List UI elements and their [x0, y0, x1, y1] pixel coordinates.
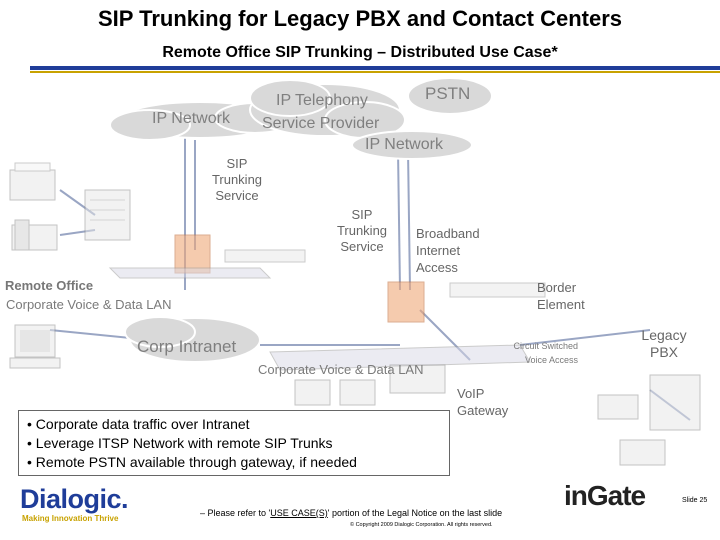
legacy-pbx-line1: Legacy: [641, 327, 687, 343]
circuit-switched-label: Circuit Switched Voice Access: [500, 339, 578, 367]
legacy-pbx-label: Legacy PBX: [636, 327, 692, 361]
legal-note: – Please refer to 'USE CASE(S)' portion …: [200, 508, 502, 518]
computer-left: [9, 324, 61, 369]
title-rule-gold: [30, 71, 720, 73]
broadband-line1: Broadband: [416, 226, 480, 241]
slide-number: Slide 25: [682, 497, 708, 504]
sip-service-left-line2: Trunking: [211, 172, 263, 187]
ip-telephony-label: IP Telephony: [276, 92, 368, 109]
pbx-server-left: [84, 189, 131, 241]
legacy-pbx-line2: PBX: [649, 344, 678, 360]
remote-office-label: Remote Office: [5, 278, 94, 293]
circuit-switched-line2: Voice Access: [524, 355, 578, 365]
pstn-ip-network-label: IP Network: [365, 136, 443, 153]
corp-lan-right-label: Corporate Voice & Data LAN: [258, 362, 424, 377]
border-element-line1: Border: [537, 280, 577, 295]
bullet-item: • Corporate data traffic over Intranet: [27, 416, 250, 432]
voip-gateway-line1: VoIP: [457, 386, 485, 401]
circuit-switched-line1: Circuit Switched: [513, 341, 578, 351]
voip-gateway-line2: Gateway: [457, 403, 509, 418]
sip-service-right-line2: Trunking: [336, 223, 388, 238]
legal-note-prefix: – Please refer to ': [200, 508, 271, 518]
broadband-access-label: Broadband Internet Access: [416, 225, 480, 276]
legal-note-link[interactable]: USE CASE(S): [270, 508, 328, 518]
ip-network-label: IP Network: [152, 110, 230, 127]
key-points-box: • Corporate data traffic over Intranet •…: [18, 410, 450, 476]
corp-intranet-label: Corp Intranet: [137, 337, 237, 356]
legacy-pbx-phones: [597, 374, 701, 466]
title-rule-blue: [30, 66, 720, 70]
legal-note-suffix: ' portion of the Legal Notice on the las…: [327, 508, 503, 518]
dialogic-logo: Dialogic.: [20, 484, 129, 514]
fax-machine-left: [9, 162, 56, 201]
corp-lan-phones-right: [294, 379, 376, 406]
sip-service-left-line1: SIP: [226, 156, 248, 171]
sip-trunking-service-right: SIP Trunking Service: [325, 207, 399, 255]
firewall-right: [387, 281, 425, 323]
sbc-appliance-left: [224, 249, 306, 263]
service-provider-label: Service Provider: [262, 115, 380, 132]
desk-phone-left: [11, 219, 58, 251]
sip-service-right-line3: Service: [340, 239, 384, 254]
lan-switch-right: [269, 344, 531, 371]
voip-gateway-device: [389, 364, 446, 394]
pstn-cloud: [351, 77, 493, 160]
bullet-item: • Leverage ITSP Network with remote SIP …: [27, 435, 333, 451]
corp-lan-left-label: Corporate Voice & Data LAN: [6, 297, 172, 312]
border-element-appliance: [449, 282, 546, 298]
border-element-label: Border Element: [537, 279, 585, 313]
voip-gateway-label: VoIP Gateway: [457, 385, 508, 419]
firewall-left: [174, 234, 211, 274]
sip-service-right-line1: SIP: [351, 207, 373, 222]
border-element-line2: Element: [537, 297, 585, 312]
lan-switch-left: [108, 267, 272, 279]
bullet-item: • Remote PSTN available through gateway,…: [27, 454, 357, 470]
dialogic-tagline: Making Innovation Thrive: [22, 514, 119, 523]
ip-telephony-cloud: [249, 79, 406, 139]
slide-subtitle: Remote Office SIP Trunking – Distributed…: [162, 44, 558, 61]
slide-title: SIP Trunking for Legacy PBX and Contact …: [97, 6, 623, 31]
ingate-logo: inGate: [564, 480, 646, 511]
sip-trunking-service-left: SIP Trunking Service: [200, 156, 274, 204]
pstn-label: PSTN: [425, 84, 471, 103]
copyright: © Copyright 2009 Dialogic Corporation. A…: [350, 522, 493, 528]
broadband-line3: Access: [416, 260, 458, 275]
corp-intranet-cloud: [124, 316, 261, 363]
sip-service-left-line3: Service: [215, 188, 259, 203]
broadband-line2: Internet: [416, 243, 461, 258]
